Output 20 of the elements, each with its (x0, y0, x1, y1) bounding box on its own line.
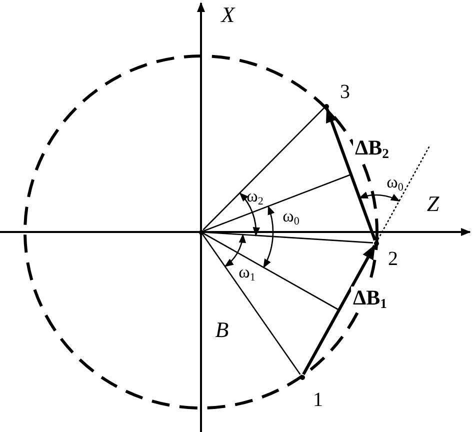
arrow (302, 244, 376, 376)
axis-label: B (215, 319, 229, 341)
axis-label: Z (426, 193, 440, 215)
point-dot (374, 240, 378, 246)
line (202, 234, 301, 375)
point-dot (324, 104, 328, 108)
point-label: 3 (340, 82, 350, 102)
angle-label: ω$_{2}$ (246, 188, 264, 204)
point-label: 1 (313, 390, 323, 410)
line (204, 232, 374, 244)
point-dot (300, 374, 304, 380)
point-label: 2 (388, 249, 398, 269)
point-dot (198, 230, 204, 234)
angle-label: ω$_{1}$ (238, 264, 256, 280)
edge-label: ΔB$_{1}$ (351, 286, 389, 310)
arrow (326, 107, 376, 241)
line (202, 108, 324, 230)
angle-label: ω$_{0}$ (282, 208, 300, 224)
angle-label: ω$_{0}$ (386, 174, 404, 190)
axis-label: X (221, 4, 235, 26)
